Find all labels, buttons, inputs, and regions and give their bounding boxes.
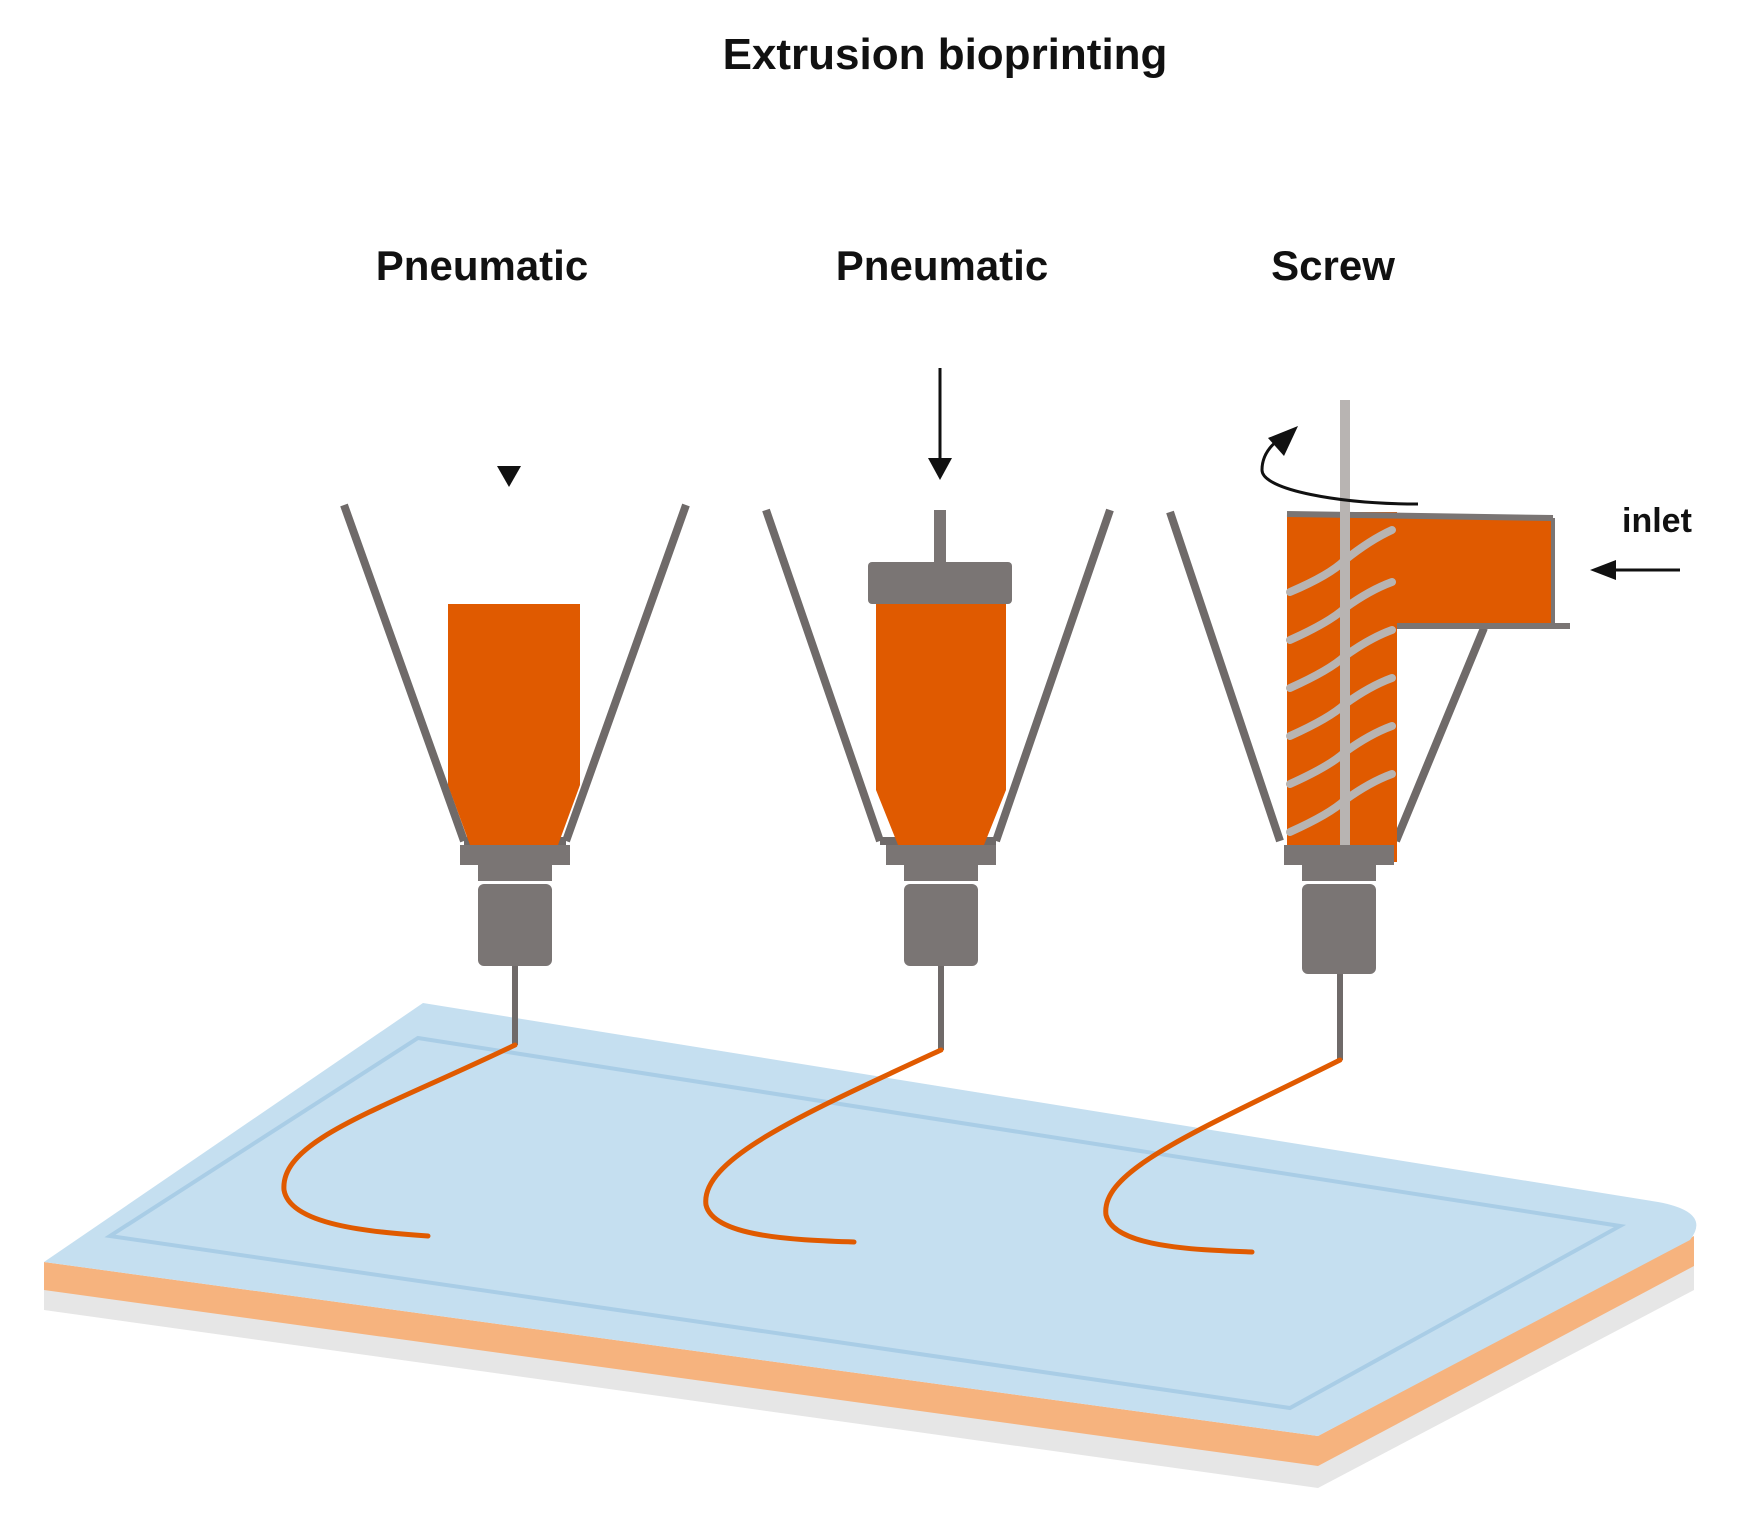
nozzle-connector xyxy=(478,865,552,881)
pressure-marker xyxy=(497,466,521,487)
print-platform xyxy=(44,1003,1697,1488)
frame-right-arm xyxy=(562,503,690,843)
inlet-arrow-head xyxy=(1590,560,1616,580)
rotation-arrow xyxy=(1260,438,1419,506)
frame-left-arm xyxy=(762,508,884,843)
platform-top xyxy=(44,1003,1697,1436)
barrel-top-edge xyxy=(1286,511,1554,521)
frame-left-arm xyxy=(1166,510,1284,843)
dispenser-pneumatic-2 xyxy=(703,368,1114,1245)
bioink-cartridge xyxy=(448,604,580,845)
frame-right-arm xyxy=(992,508,1114,843)
nozzle-hub xyxy=(478,884,552,966)
method-label-3: Screw xyxy=(1271,242,1395,289)
cartridge-collar xyxy=(886,845,996,865)
platform-rim xyxy=(104,1035,1627,1411)
nozzle-connector xyxy=(1302,865,1376,881)
nozzle-connector xyxy=(904,865,978,881)
frame-right-arm xyxy=(1392,626,1488,843)
cartridge-collar xyxy=(1284,845,1394,865)
bioink-cartridge xyxy=(876,604,1006,845)
nozzle-hub xyxy=(1302,884,1376,974)
rotation-arrow-head xyxy=(1268,426,1298,456)
diagram-title: Extrusion bioprinting xyxy=(722,30,1168,79)
cartridge-collar xyxy=(460,845,570,865)
dispenser-pneumatic-1 xyxy=(281,466,690,1239)
pressure-arrow-head xyxy=(928,458,952,480)
extruded-filament xyxy=(703,1047,944,1245)
extruded-filament xyxy=(281,1042,518,1239)
nozzle-hub xyxy=(904,884,978,966)
piston-head xyxy=(868,562,1012,604)
method-label-2: Pneumatic xyxy=(835,242,1049,289)
inlet-label: inlet xyxy=(1622,502,1692,540)
inlet-channel xyxy=(1397,518,1553,626)
screw-flights xyxy=(1286,526,1396,836)
extruded-filament xyxy=(1103,1057,1343,1255)
frame-left-arm xyxy=(340,503,468,843)
method-label-1: Pneumatic xyxy=(375,242,589,289)
dispenser-screw xyxy=(1103,400,1680,1255)
